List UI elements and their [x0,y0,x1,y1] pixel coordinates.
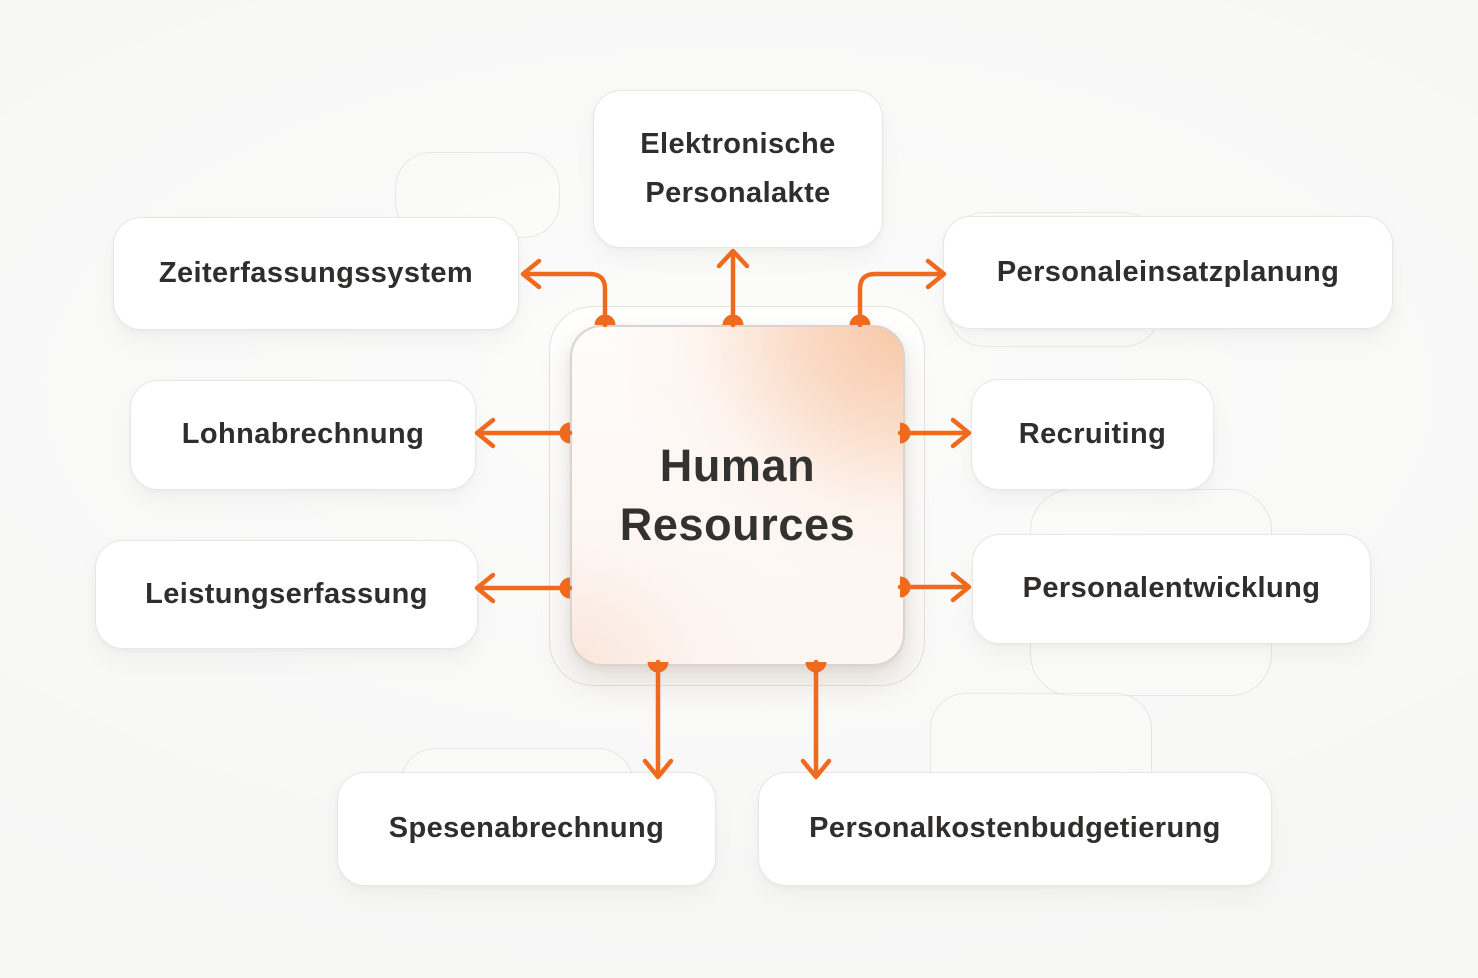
node-personalkostenbudgetierung[interactable]: Personalkostenbudgetierung [758,772,1272,886]
node-label-line2: Personalakte [645,177,831,209]
node-personalentwicklung[interactable]: Personalentwicklung [972,534,1371,644]
node-elektronische-personalakte[interactable]: Elektronische Personalakte [593,90,883,248]
node-label: Personaleinsatzplanung [996,255,1340,288]
node-label: Leistungserfassung [145,577,428,610]
node-label: Spesenabrechnung [388,812,665,845]
node-leistungserfassung[interactable]: Leistungserfassung [95,540,478,649]
node-personaleinsatzplanung[interactable]: Personaleinsatzplanung [943,216,1393,329]
node-label: Zeiterfassungssystem [158,256,474,289]
node-label: Personalentwicklung [1022,572,1321,605]
center-label-line2: Resources [619,498,856,550]
node-label: Personalkostenbudgetierung [809,812,1221,845]
node-recruiting[interactable]: Recruiting [971,379,1214,490]
node-human-resources[interactable]: Human Resources [570,325,905,666]
center-label-line1: Human [659,440,816,491]
node-label: Recruiting [1018,417,1167,450]
node-label-line1: Elektronische [640,127,836,160]
node-zeiterfassungssystem[interactable]: Zeiterfassungssystem [113,217,519,330]
node-label: Lohnabrechnung [181,418,425,451]
node-spesenabrechnung[interactable]: Spesenabrechnung [337,772,716,886]
node-lohnabrechnung[interactable]: Lohnabrechnung [130,380,476,490]
